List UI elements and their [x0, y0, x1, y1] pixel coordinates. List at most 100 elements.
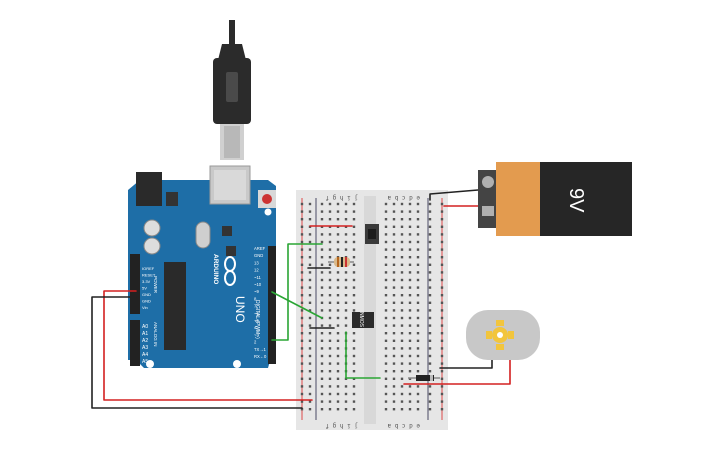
breadboard-hole [440, 263, 444, 266]
breadboard-hole [308, 362, 312, 365]
breadboard-hole [308, 385, 312, 388]
breadboard-hole [416, 202, 420, 206]
breadboard-hole [352, 408, 356, 411]
breadboard-hole [384, 316, 388, 320]
dc-motor [466, 310, 540, 360]
breadboard-hole [300, 263, 304, 266]
breadboard-hole [308, 339, 312, 342]
breadboard-hole [440, 225, 444, 228]
breadboard-hole [416, 301, 420, 304]
breadboard-hole [416, 392, 420, 396]
breadboard-hole [320, 256, 324, 259]
breadboard-hole [428, 370, 432, 373]
breadboard-hole [300, 233, 304, 236]
breadboard-hole [384, 294, 388, 297]
breadboard-letters-bottom-right: e d c b a [387, 422, 420, 429]
breadboard-hole [320, 385, 324, 388]
breadboard-hole [384, 392, 388, 396]
breadboard-hole [320, 248, 324, 251]
breadboard-hole [428, 218, 432, 221]
breadboard-hole [320, 271, 324, 274]
breadboard-hole [344, 240, 348, 244]
breadboard-hole [392, 248, 396, 251]
breadboard-hole [440, 324, 444, 327]
pin-label: Vin [142, 305, 148, 310]
breadboard-hole [308, 286, 312, 289]
pin-label: A0 [142, 324, 148, 330]
breadboard-hole [428, 316, 432, 320]
pin-label: A1 [142, 331, 148, 337]
breadboard-hole [328, 385, 332, 388]
breadboard-hole [308, 202, 312, 206]
breadboard-hole [352, 332, 356, 335]
breadboard-hole [408, 316, 412, 320]
breadboard-hole [384, 271, 388, 274]
breadboard-hole [320, 339, 324, 342]
wires [91, 189, 511, 409]
breadboard-hole [352, 210, 356, 213]
breadboard-hole [336, 316, 340, 320]
pin-label: IOREF [142, 266, 155, 271]
breadboard-hole [440, 240, 444, 244]
breadboard-hole [300, 248, 304, 251]
breadboard-hole [336, 278, 340, 282]
pin-label: A5 [142, 359, 148, 365]
breadboard-hole [400, 225, 404, 228]
breadboard-hole [336, 400, 340, 403]
pushbutton [365, 224, 379, 244]
breadboard-hole [408, 233, 412, 236]
breadboard-hole [308, 248, 312, 251]
breadboard-hole [320, 324, 324, 327]
breadboard-hole [308, 370, 312, 373]
breadboard-hole [428, 271, 432, 274]
breadboard-hole [400, 233, 404, 236]
breadboard-hole [384, 263, 388, 266]
breadboard-hole [392, 332, 396, 335]
breadboard-hole [440, 408, 444, 411]
breadboard-hole [416, 263, 420, 266]
breadboard-hole [408, 271, 412, 274]
breadboard-hole [408, 408, 412, 411]
breadboard-hole [400, 354, 404, 358]
breadboard-hole [416, 210, 420, 213]
breadboard-hole [352, 301, 356, 304]
breadboard-hole [328, 286, 332, 289]
breadboard-hole [308, 278, 312, 282]
breadboard-hole [300, 385, 304, 388]
breadboard-hole [320, 408, 324, 411]
breadboard-hole [320, 309, 324, 312]
breadboard-hole [416, 225, 420, 228]
breadboard-hole [392, 271, 396, 274]
breadboard-hole [336, 392, 340, 396]
breadboard-hole [336, 347, 340, 350]
breadboard-hole [400, 377, 404, 380]
breadboard-hole [384, 218, 388, 221]
breadboard-hole [408, 400, 412, 403]
breadboard-hole [336, 370, 340, 373]
breadboard-hole [328, 248, 332, 251]
breadboard-hole [392, 339, 396, 342]
breadboard-hole [320, 263, 324, 266]
breadboard-hole [344, 324, 348, 327]
breadboard-hole [440, 332, 444, 335]
breadboard-hole [300, 309, 304, 312]
breadboard-hole [320, 392, 324, 396]
breadboard-hole [336, 332, 340, 335]
breadboard-hole [352, 347, 356, 350]
breadboard-hole [428, 392, 432, 396]
breadboard-hole [336, 354, 340, 358]
breadboard-hole [440, 210, 444, 213]
breadboard-hole [384, 256, 388, 259]
breadboard-hole [300, 286, 304, 289]
breadboard-hole [384, 400, 388, 403]
breadboard-hole [344, 400, 348, 403]
breadboard-hole [400, 263, 404, 266]
breadboard-hole [352, 339, 356, 342]
breadboard-hole [392, 256, 396, 259]
arduino-model-label: UNO [233, 296, 247, 323]
breadboard-hole [400, 332, 404, 335]
breadboard-hole [440, 347, 444, 350]
breadboard-hole [384, 233, 388, 236]
